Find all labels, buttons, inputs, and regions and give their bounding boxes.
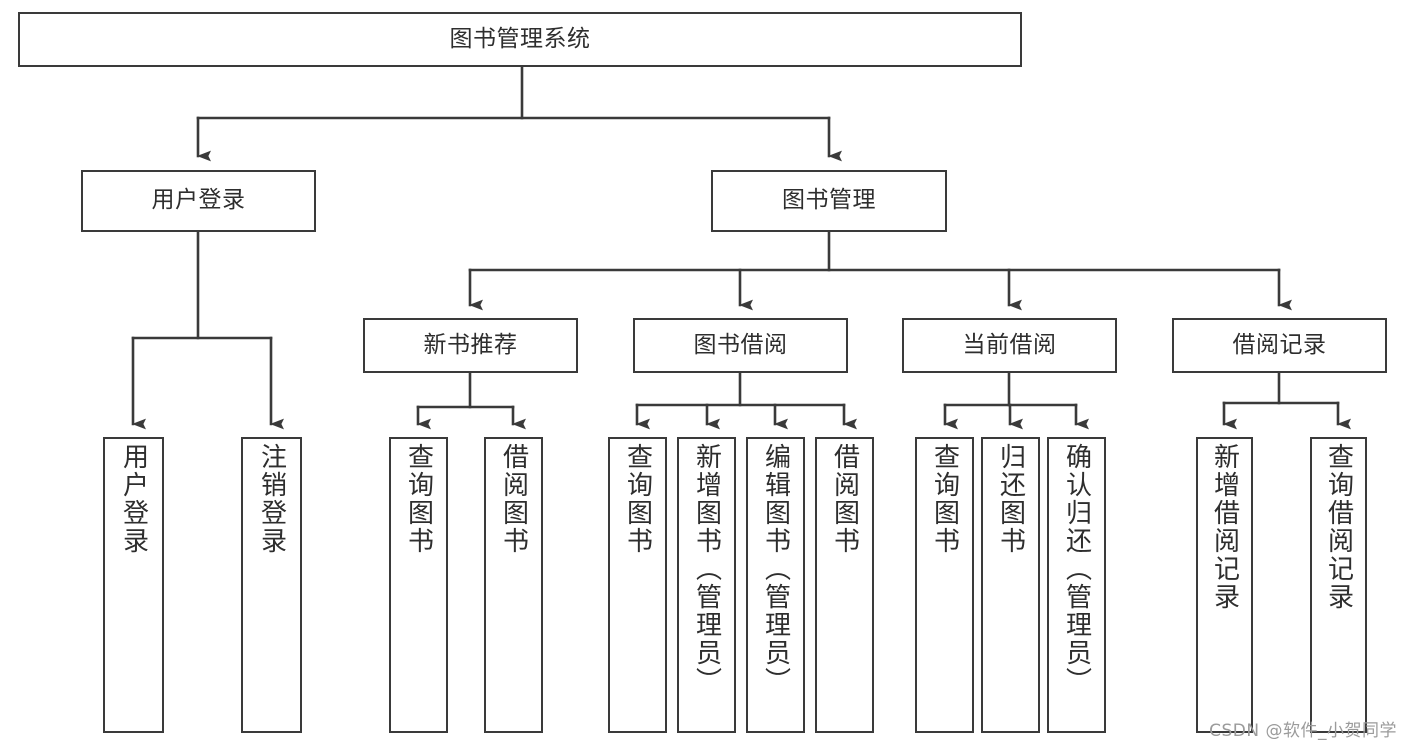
leaf-edit-book-label: 编辑图书（管理员） bbox=[760, 443, 791, 695]
leaf-query-book-2-label: 查询图书 bbox=[622, 443, 653, 555]
leaf-query-book-2[interactable]: 查询图书 bbox=[608, 437, 667, 733]
leaf-add-record-label: 新增借阅记录 bbox=[1209, 443, 1240, 611]
leaf-logout-login-label: 注销登录 bbox=[256, 443, 287, 555]
leaf-add-record[interactable]: 新增借阅记录 bbox=[1196, 437, 1253, 733]
node-current-borrow[interactable]: 当前借阅 bbox=[902, 318, 1117, 373]
node-root[interactable]: 图书管理系统 bbox=[18, 12, 1022, 67]
node-current-borrow-label: 当前借阅 bbox=[962, 331, 1057, 358]
node-user-login[interactable]: 用户登录 bbox=[81, 170, 316, 232]
leaf-borrow-book-2[interactable]: 借阅图书 bbox=[815, 437, 874, 733]
node-root-label: 图书管理系统 bbox=[449, 25, 591, 52]
node-new-book-recommend-label: 新书推荐 bbox=[423, 331, 518, 358]
node-book-manage-label: 图书管理 bbox=[782, 187, 876, 214]
leaf-user-login[interactable]: 用户登录 bbox=[103, 437, 164, 733]
leaf-return-book[interactable]: 归还图书 bbox=[981, 437, 1040, 733]
node-book-borrow-label: 图书借阅 bbox=[693, 331, 788, 358]
leaf-add-book-label: 新增图书（管理员） bbox=[691, 443, 722, 695]
leaf-query-book-3[interactable]: 查询图书 bbox=[915, 437, 974, 733]
node-book-borrow[interactable]: 图书借阅 bbox=[633, 318, 848, 373]
node-new-book-recommend[interactable]: 新书推荐 bbox=[363, 318, 578, 373]
leaf-query-book-1-label: 查询图书 bbox=[403, 443, 434, 555]
leaf-query-record[interactable]: 查询借阅记录 bbox=[1310, 437, 1367, 733]
node-book-manage[interactable]: 图书管理 bbox=[711, 170, 947, 232]
leaf-query-record-label: 查询借阅记录 bbox=[1323, 443, 1354, 611]
leaf-borrow-book-2-label: 借阅图书 bbox=[829, 443, 860, 555]
leaf-user-login-label: 用户登录 bbox=[118, 443, 149, 555]
leaf-confirm-return[interactable]: 确认归还（管理员） bbox=[1047, 437, 1106, 733]
leaf-add-book[interactable]: 新增图书（管理员） bbox=[677, 437, 736, 733]
leaf-borrow-book-1[interactable]: 借阅图书 bbox=[484, 437, 543, 733]
leaf-logout-login[interactable]: 注销登录 bbox=[241, 437, 302, 733]
leaf-query-book-1[interactable]: 查询图书 bbox=[389, 437, 448, 733]
leaf-query-book-3-label: 查询图书 bbox=[929, 443, 960, 555]
node-borrow-record-label: 借阅记录 bbox=[1232, 331, 1327, 358]
leaf-borrow-book-1-label: 借阅图书 bbox=[498, 443, 529, 555]
node-borrow-record[interactable]: 借阅记录 bbox=[1172, 318, 1387, 373]
leaf-return-book-label: 归还图书 bbox=[995, 443, 1026, 555]
leaf-confirm-return-label: 确认归还（管理员） bbox=[1061, 443, 1092, 695]
node-user-login-label: 用户登录 bbox=[151, 187, 246, 214]
leaf-edit-book[interactable]: 编辑图书（管理员） bbox=[746, 437, 805, 733]
